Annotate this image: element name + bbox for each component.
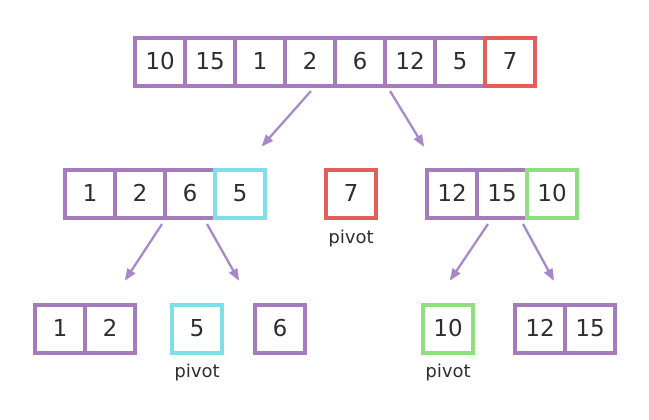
array-cell: 15 (475, 168, 529, 220)
array-cell: 12 (513, 303, 567, 355)
arrow-left-to-right-single (205, 223, 240, 281)
array-cell: 12 (425, 168, 479, 220)
array-left-partition: 1 2 6 5 (63, 168, 267, 220)
pivot-cell: 10 (421, 303, 475, 355)
array-cell: 2 (83, 303, 137, 355)
array-cell: 1 (33, 303, 87, 355)
arrow-root-to-left-partition (261, 90, 312, 147)
pivot-box-five: 5 (170, 303, 224, 355)
array-cell: 1 (233, 36, 287, 88)
pivot-cell: 5 (170, 303, 224, 355)
array-single-six: 6 (253, 303, 307, 355)
array-right-pair: 12 15 (513, 303, 617, 355)
arrow-right-to-right-pair (521, 223, 555, 281)
pivot-box-seven: 7 (324, 168, 378, 220)
arrow-root-to-right-partition (388, 90, 425, 147)
arrow-right-to-pivot-ten (449, 223, 489, 281)
array-cell: 10 (133, 36, 187, 88)
array-cell: 15 (563, 303, 617, 355)
array-cell-pivot-seven: 7 (483, 36, 537, 88)
array-cell: 2 (113, 168, 167, 220)
pivot-cell: 7 (324, 168, 378, 220)
arrow-left-to-left-pair (124, 223, 164, 281)
pivot-label-five: pivot (174, 361, 220, 382)
array-right-partition: 12 15 10 (425, 168, 579, 220)
array-cell: 12 (383, 36, 437, 88)
array-cell: 2 (283, 36, 337, 88)
array-cell: 6 (253, 303, 307, 355)
array-cell: 1 (63, 168, 117, 220)
array-cell: 15 (183, 36, 237, 88)
pivot-box-ten: 10 (421, 303, 475, 355)
pivot-label-seven: pivot (328, 227, 374, 248)
array-cell: 6 (333, 36, 387, 88)
array-cell-pivot-five: 5 (213, 168, 267, 220)
pivot-label-ten: pivot (425, 361, 471, 382)
array-cell-pivot-ten: 10 (525, 168, 579, 220)
array-left-pair: 1 2 (33, 303, 137, 355)
array-root: 10 15 1 2 6 12 5 7 (133, 36, 537, 88)
array-cell: 5 (433, 36, 487, 88)
array-cell: 6 (163, 168, 217, 220)
